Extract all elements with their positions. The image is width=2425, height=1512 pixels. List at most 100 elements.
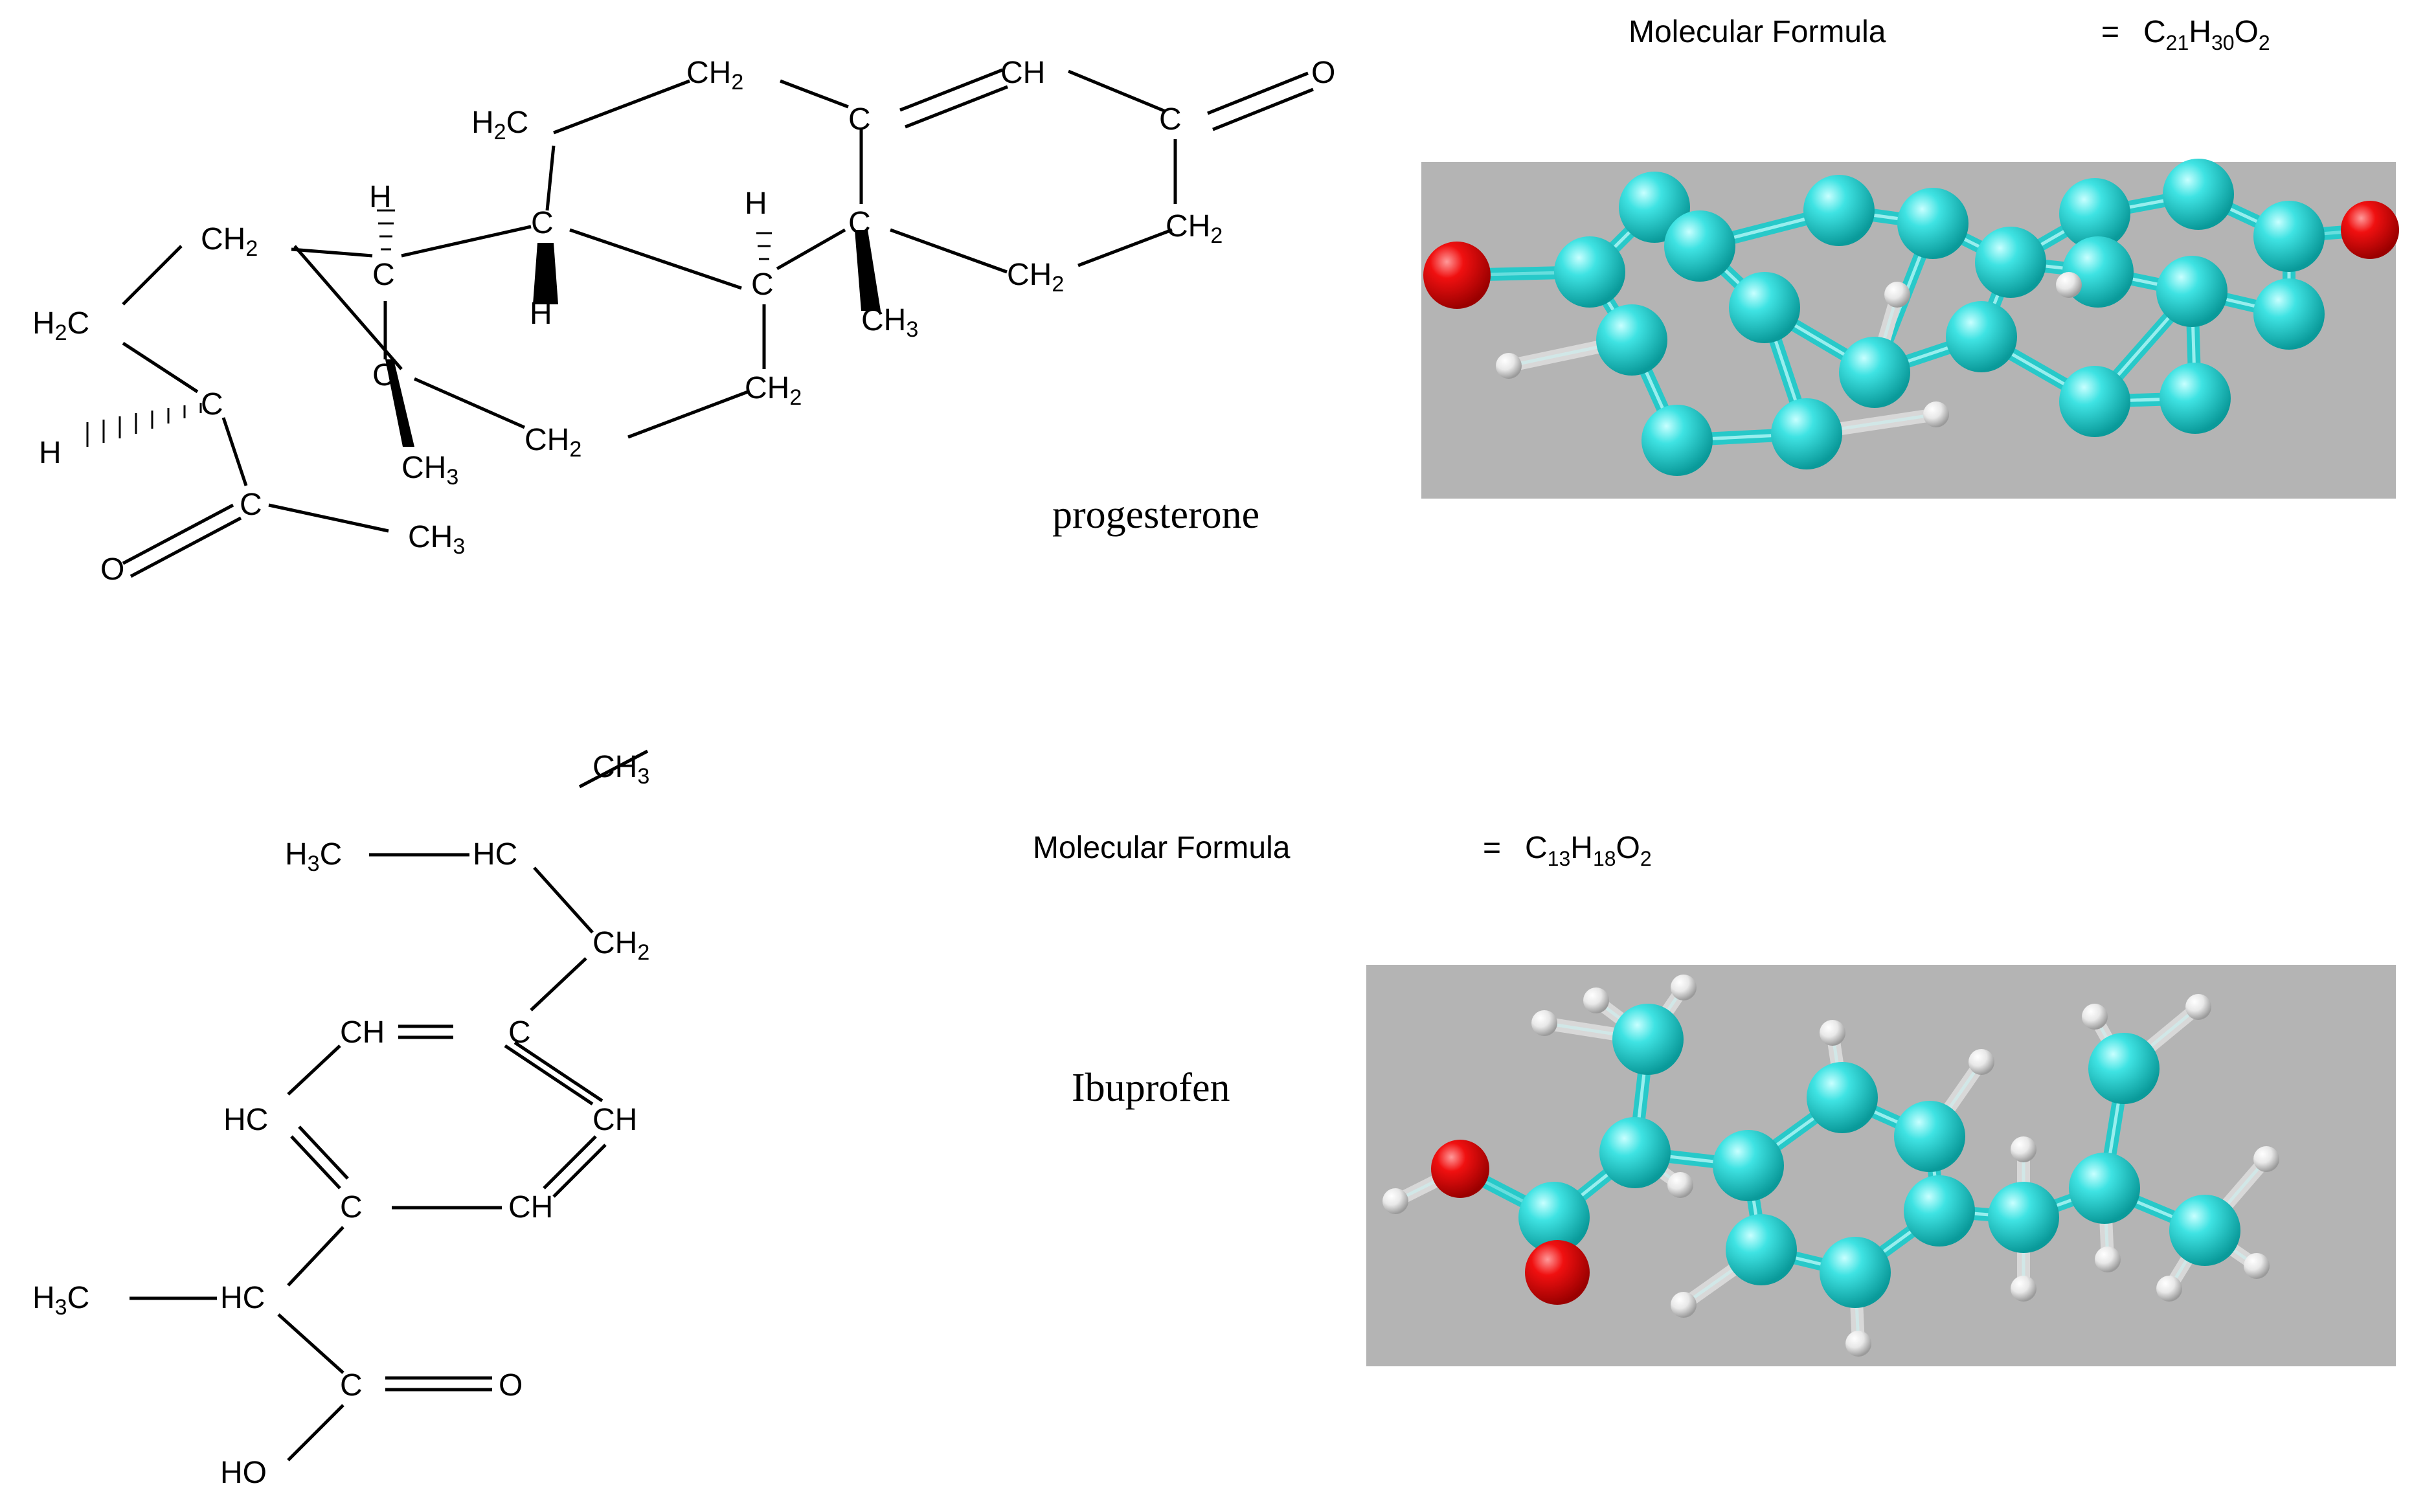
svg-text:CH: CH — [508, 1190, 553, 1224]
carbon-atom — [2160, 363, 2231, 434]
hydrogen-atom — [1671, 1292, 1697, 1318]
hydrogen-atom — [1667, 1172, 1693, 1198]
carbon-atom — [1518, 1182, 1590, 1253]
svg-text:HC: HC — [223, 1103, 268, 1137]
carbon-atom — [1807, 1062, 1878, 1133]
svg-text:HC: HC — [220, 1281, 265, 1315]
carbon-atom — [1975, 227, 2046, 298]
ibuprofen-atom-labels: CH3 H3C HC CH2 CH C HC CH C CH H3C HC C … — [32, 750, 649, 1490]
hydrogen-atom — [2011, 1276, 2036, 1302]
svg-text:H3C: H3C — [32, 1281, 89, 1320]
svg-text:CH2: CH2 — [1166, 209, 1223, 248]
svg-text:C: C — [372, 358, 395, 392]
svg-text:C: C — [1159, 102, 1182, 137]
svg-text:H2C: H2C — [471, 106, 528, 144]
carbon-atom — [1641, 405, 1713, 476]
hydrogen-atom — [1531, 1010, 1557, 1036]
carbon-atom — [1612, 1004, 1684, 1075]
hydrogen-atom — [2095, 1247, 2121, 1272]
progesterone-formula: Molecular Formula = C21H30O2 — [1629, 15, 2270, 54]
carbon-atom — [1904, 1175, 1975, 1247]
carbon-atom — [2253, 278, 2325, 350]
svg-text:C: C — [240, 488, 262, 522]
svg-text:H: H — [745, 186, 767, 221]
carbon-atom — [1894, 1101, 1965, 1172]
molecular-formula: C13H18O2 — [1525, 831, 1652, 870]
oxygen-atom — [1525, 1240, 1590, 1305]
carbon-atom — [2069, 1153, 2140, 1224]
carbon-atom — [1820, 1237, 1891, 1308]
hydrogen-atom — [2244, 1253, 2270, 1279]
hydrogen-atom — [1671, 975, 1697, 1000]
svg-text:CH2: CH2 — [524, 423, 581, 462]
svg-text:CH: CH — [1000, 56, 1045, 90]
progesterone-name: progesterone — [1052, 493, 1259, 537]
svg-text:C: C — [372, 258, 395, 292]
svg-text:CH: CH — [592, 1103, 637, 1137]
carbon-atom — [1726, 1214, 1797, 1285]
carbon-atom — [1988, 1182, 2059, 1253]
svg-text:C: C — [531, 206, 554, 240]
svg-text:C: C — [340, 1190, 363, 1224]
svg-text:HC: HC — [473, 837, 517, 872]
hydrogen-atom — [2156, 1276, 2182, 1302]
carbon-atom — [2059, 178, 2130, 249]
svg-text:C: C — [508, 1015, 531, 1050]
carbon-atom — [2156, 256, 2228, 327]
hydrogen-atom — [2011, 1136, 2036, 1162]
ibuprofen-name: Ibuprofen — [1072, 1066, 1230, 1110]
carbon-atom — [1946, 301, 2017, 372]
progesterone-3d-model — [1421, 159, 2399, 499]
svg-text:O: O — [100, 552, 124, 587]
ibuprofen-3d-model — [1366, 965, 2396, 1366]
svg-text:CH2: CH2 — [592, 926, 649, 965]
formula-equals: = — [1483, 831, 1501, 865]
svg-text:C: C — [340, 1368, 363, 1403]
svg-text:HO: HO — [220, 1456, 267, 1490]
progesterone-stereo — [86, 209, 881, 447]
molecular-formula: C21H30O2 — [2143, 15, 2270, 54]
ibuprofen-structure — [130, 749, 649, 1461]
carbon-atom — [2088, 1033, 2160, 1104]
formula-equals: = — [2101, 15, 2119, 49]
carbon-atom — [1554, 236, 1625, 308]
svg-text:H: H — [39, 436, 62, 470]
carbon-atom — [2059, 366, 2130, 437]
svg-text:CH3: CH3 — [401, 451, 458, 490]
svg-text:H3C: H3C — [285, 837, 342, 876]
formula-label: Molecular Formula — [1033, 831, 1291, 865]
hydrogen-atom — [2185, 994, 2211, 1020]
hydrogen-atom — [1496, 353, 1522, 379]
carbon-atom — [1599, 1117, 1671, 1188]
hydrogen-atom — [1968, 1049, 1994, 1075]
oxygen-atom — [1431, 1140, 1489, 1198]
svg-text:C: C — [848, 102, 871, 137]
formula-label: Molecular Formula — [1629, 15, 1886, 49]
hydrogen-atom — [1845, 1331, 1871, 1357]
carbon-atom — [1664, 210, 1735, 282]
svg-text:CH: CH — [340, 1015, 385, 1050]
hydrogen-atom — [2253, 1146, 2279, 1172]
svg-text:CH3: CH3 — [861, 303, 918, 342]
svg-text:H2C: H2C — [32, 306, 89, 345]
hydrogen-atom — [1923, 401, 1949, 427]
progesterone-structure — [122, 68, 1314, 578]
svg-text:H: H — [530, 297, 552, 331]
oxygen-atom — [2341, 201, 2399, 259]
svg-text:CH3: CH3 — [408, 520, 465, 559]
carbon-atom — [1596, 304, 1667, 376]
svg-text:CH2: CH2 — [745, 371, 802, 410]
carbon-atom — [1771, 398, 1842, 469]
svg-text:C: C — [201, 387, 223, 422]
hydrogen-atom — [1820, 1020, 1845, 1046]
svg-text:H: H — [369, 180, 392, 214]
carbon-atom — [1897, 188, 1968, 259]
oxygen-atom — [1423, 242, 1491, 309]
carbon-atom — [2253, 201, 2325, 272]
svg-text:CH2: CH2 — [201, 222, 258, 261]
progesterone-atom-labels: CH2 CH O H2C C C CH2 CH2 C CH3 H C CH2 C… — [32, 56, 1335, 587]
carbon-atom — [1729, 272, 1800, 343]
carbon-atom — [1839, 337, 1910, 408]
carbon-atom — [1803, 175, 1875, 246]
